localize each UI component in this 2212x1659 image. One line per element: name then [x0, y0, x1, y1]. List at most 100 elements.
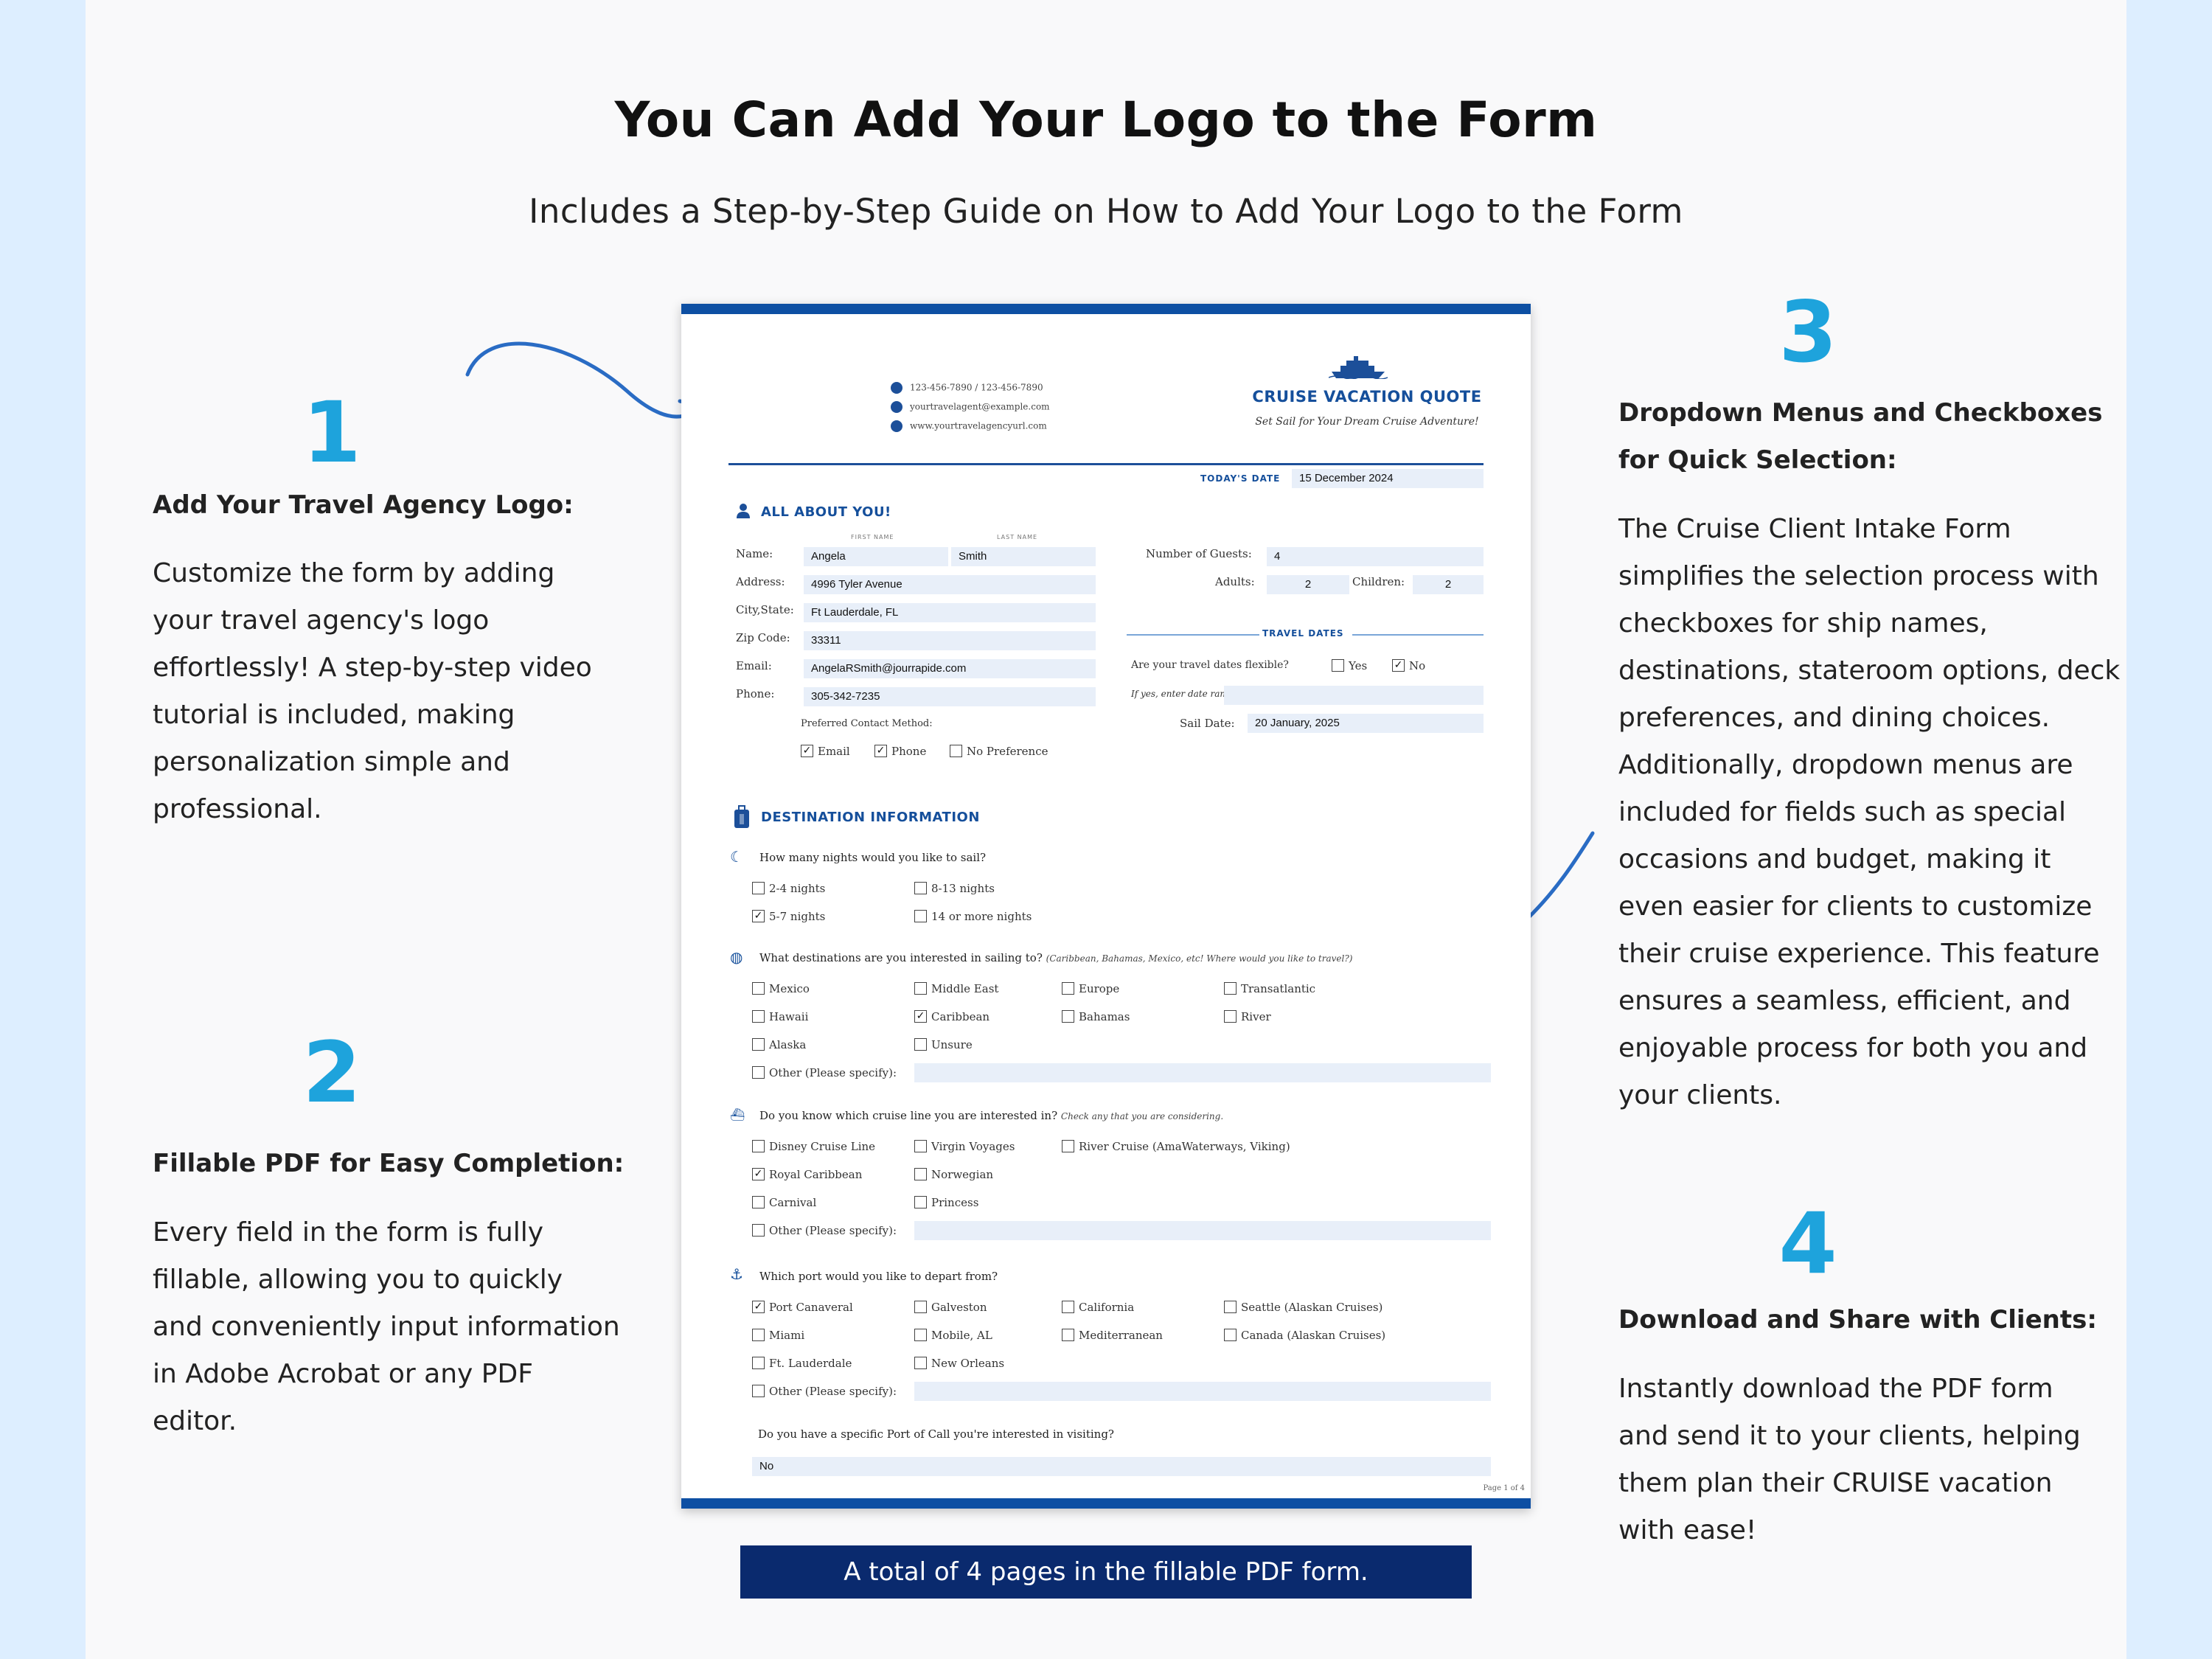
destination-option[interactable]: Transatlantic — [1224, 981, 1315, 996]
last-name-field[interactable]: Smith — [951, 547, 1096, 566]
port-option[interactable]: Canada (Alaskan Cruises) — [1224, 1328, 1385, 1343]
checkbox-box[interactable] — [1224, 1300, 1237, 1313]
checkbox-box[interactable] — [752, 881, 765, 894]
adults-field[interactable]: 2 — [1267, 575, 1349, 594]
port-option[interactable]: Seattle (Alaskan Cruises) — [1224, 1300, 1382, 1315]
checkbox-box[interactable] — [914, 909, 927, 922]
checkbox-box[interactable] — [914, 1328, 927, 1341]
checkbox-box[interactable] — [1062, 1139, 1074, 1152]
destination-option[interactable]: River — [1224, 1009, 1271, 1024]
destination-option[interactable]: Alaska — [752, 1037, 806, 1052]
checkbox-box[interactable]: ✓ — [752, 1167, 765, 1180]
checkbox-box[interactable] — [914, 981, 927, 995]
checkbox-box[interactable] — [914, 1300, 927, 1313]
step-4-number: 4 — [1778, 1194, 1837, 1293]
port-option[interactable]: New Orleans — [914, 1356, 1004, 1371]
port-of-call-question: Do you have a specific Port of Call you'… — [758, 1427, 1114, 1441]
destination-other-field[interactable] — [914, 1063, 1491, 1082]
step-3-number: 3 — [1778, 283, 1837, 381]
checkbox-box[interactable] — [752, 1009, 765, 1023]
phone-field[interactable]: 305-342-7235 — [804, 687, 1096, 706]
checkbox-box[interactable] — [914, 881, 927, 894]
children-field[interactable]: 2 — [1413, 575, 1484, 594]
cruise-line-option[interactable]: Virgin Voyages — [914, 1139, 1015, 1154]
port-option[interactable]: ✓Port Canaveral — [752, 1300, 853, 1315]
children-label: Children: — [1352, 575, 1405, 588]
checkbox-box[interactable] — [752, 1037, 765, 1051]
contact-email-checkbox[interactable]: ✓Email — [801, 744, 850, 759]
checkbox-box[interactable] — [914, 1356, 927, 1369]
checkbox-box[interactable] — [752, 1139, 765, 1152]
checkbox-box[interactable] — [1062, 1009, 1074, 1023]
checkbox-box[interactable]: ✓ — [752, 909, 765, 922]
checkbox-box[interactable] — [752, 1384, 765, 1397]
cruise-line-option[interactable]: River Cruise (AmaWaterways, Viking) — [1062, 1139, 1290, 1154]
date-range-field[interactable] — [1224, 686, 1484, 705]
destination-option[interactable]: Middle East — [914, 981, 998, 996]
cruise-line-other-checkbox[interactable]: Other (Please specify): — [752, 1223, 897, 1238]
port-option[interactable]: Galveston — [914, 1300, 987, 1315]
nights-option[interactable]: 2-4 nights — [752, 881, 825, 896]
checkbox-box[interactable]: ✓ — [752, 1300, 765, 1313]
checkbox-box[interactable] — [1062, 1300, 1074, 1313]
cruise-line-option[interactable]: Norwegian — [914, 1167, 993, 1182]
port-other-checkbox[interactable]: Other (Please specify): — [752, 1384, 897, 1399]
checkbox-box[interactable] — [752, 1328, 765, 1341]
checkbox-box[interactable]: ✓ — [801, 744, 813, 757]
destination-option[interactable]: Bahamas — [1062, 1009, 1130, 1024]
nights-option[interactable]: 8-13 nights — [914, 881, 995, 896]
checkbox-box[interactable] — [914, 1195, 927, 1208]
email-field[interactable]: AngelaRSmith@jourrapide.com — [804, 659, 1096, 678]
checkbox-box[interactable] — [1224, 1009, 1237, 1023]
nights-option[interactable]: ✓5-7 nights — [752, 909, 825, 924]
cruise-line-other-field[interactable] — [914, 1221, 1491, 1240]
checkbox-box[interactable]: ✓ — [914, 1009, 927, 1023]
checkbox-box[interactable] — [914, 1167, 927, 1180]
cruise-line-option[interactable]: ✓Royal Caribbean — [752, 1167, 862, 1182]
destination-other-checkbox[interactable]: Other (Please specify): — [752, 1065, 897, 1080]
cruise-line-option[interactable]: Princess — [914, 1195, 978, 1210]
checkbox-box[interactable] — [914, 1037, 927, 1051]
checkbox-box[interactable] — [1224, 1328, 1237, 1341]
zip-field[interactable]: 33311 — [804, 631, 1096, 650]
checkbox-box[interactable] — [1062, 1328, 1074, 1341]
destination-section-title: DESTINATION INFORMATION — [761, 810, 980, 825]
checkbox-box[interactable] — [752, 1065, 765, 1079]
destination-option[interactable]: ✓Caribbean — [914, 1009, 990, 1024]
port-option[interactable]: Mediterranean — [1062, 1328, 1163, 1343]
port-of-call-field[interactable]: No — [752, 1457, 1491, 1476]
address-field[interactable]: 4996 Tyler Avenue — [804, 575, 1096, 594]
checkbox-box[interactable] — [752, 1356, 765, 1369]
flexible-yes-checkbox[interactable]: Yes — [1332, 658, 1367, 673]
port-option[interactable]: Ft. Lauderdale — [752, 1356, 852, 1371]
checkbox-box[interactable] — [1224, 981, 1237, 995]
checkbox-box[interactable] — [752, 1195, 765, 1208]
checkbox-box[interactable] — [752, 981, 765, 995]
checkbox-box[interactable] — [914, 1139, 927, 1152]
checkbox-box[interactable] — [752, 1223, 765, 1237]
port-other-field[interactable] — [914, 1382, 1491, 1401]
destination-option[interactable]: Hawaii — [752, 1009, 808, 1024]
checkbox-box[interactable]: ✓ — [874, 744, 887, 757]
todays-date-field[interactable]: 15 December 2024 — [1292, 469, 1484, 488]
checkbox-box[interactable]: ✓ — [1392, 658, 1405, 672]
port-option[interactable]: Miami — [752, 1328, 804, 1343]
destination-option[interactable]: Europe — [1062, 981, 1119, 996]
cruise-line-option[interactable]: Disney Cruise Line — [752, 1139, 875, 1154]
checkbox-box[interactable] — [1332, 658, 1344, 672]
port-option[interactable]: Mobile, AL — [914, 1328, 992, 1343]
flexible-no-checkbox[interactable]: ✓No — [1392, 658, 1425, 673]
checkbox-box[interactable] — [950, 744, 962, 757]
city-field[interactable]: Ft Lauderdale, FL — [804, 603, 1096, 622]
contact-phone-checkbox[interactable]: ✓Phone — [874, 744, 926, 759]
port-option[interactable]: California — [1062, 1300, 1134, 1315]
destination-option[interactable]: Unsure — [914, 1037, 973, 1052]
checkbox-box[interactable] — [1062, 981, 1074, 995]
contact-nopref-checkbox[interactable]: No Preference — [950, 744, 1048, 759]
destination-option[interactable]: Mexico — [752, 981, 810, 996]
nights-option[interactable]: 14 or more nights — [914, 909, 1032, 924]
sail-date-field[interactable]: 20 January, 2025 — [1248, 714, 1484, 733]
first-name-field[interactable]: Angela — [804, 547, 948, 566]
cruise-line-option[interactable]: Carnival — [752, 1195, 816, 1210]
guests-field[interactable]: 4 — [1267, 547, 1484, 566]
